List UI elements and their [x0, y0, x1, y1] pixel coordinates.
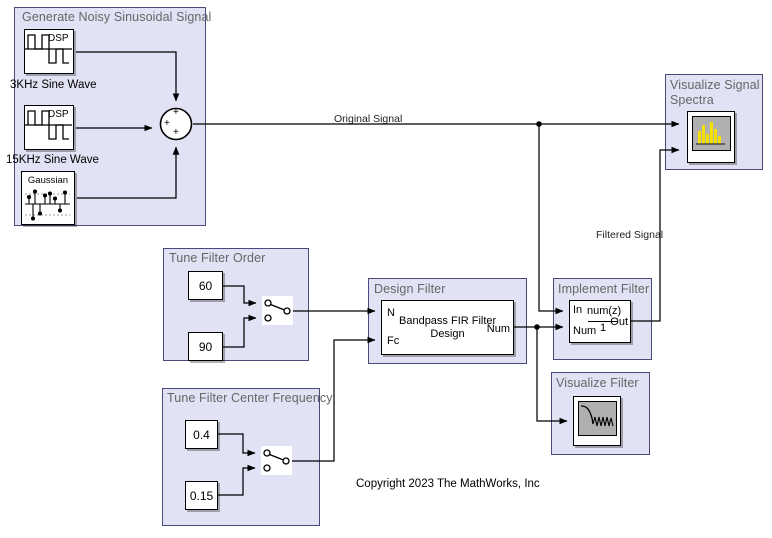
copyright-text: Copyright 2023 The MathWorks, Inc [356, 478, 540, 490]
output-port-label-num: Num [486, 323, 510, 335]
manual-switch-center-frequency[interactable] [261, 446, 292, 475]
gaussian-noise-icon [25, 189, 70, 221]
input-port-label-fc: Fc [387, 335, 400, 347]
area-title-tune-filter-center-frequency: Tune Filter Center Frequency [167, 391, 333, 405]
block-filter-visualizer[interactable] [573, 396, 621, 446]
dsp-sine-wave-icon [25, 34, 72, 64]
dsp-badge-label: DSP [48, 109, 69, 120]
fraction-bar [588, 321, 618, 323]
block-15khz-sine-wave[interactable]: DSP [24, 105, 74, 150]
area-title-tune-filter-order: Tune Filter Order [169, 251, 266, 265]
constant-value: 90 [198, 340, 213, 354]
area-title-text: Visualize Signal Spectra [670, 78, 760, 107]
block-3khz-sine-wave[interactable]: DSP [24, 29, 74, 74]
sum-sign-bottom: + [173, 127, 179, 138]
constant-value: 0.4 [193, 428, 210, 442]
output-port-label-out: Out [610, 316, 628, 328]
input-port-label-num: Num [573, 325, 597, 337]
filter-response-icon [578, 401, 617, 436]
manual-switch-icon [263, 449, 290, 472]
block-sum[interactable]: + + + [159, 107, 193, 141]
area-title-generate-noisy-sinusoidal-signal: Generate Noisy Sinusoidal Signal [22, 10, 212, 24]
transfer-function-numerator: num(z) [587, 305, 622, 317]
block-gaussian-noise-generator[interactable]: Gaussian [21, 171, 75, 225]
area-title-visualize-signal-spectra: Visualize Signal Spectra [670, 78, 762, 108]
block-title-line2: Design [430, 328, 465, 340]
manual-switch-order[interactable] [262, 296, 293, 325]
sum-sign-top: + [173, 107, 179, 118]
transfer-function-denominator: 1 [600, 322, 607, 334]
input-port-label-n: N [387, 307, 395, 319]
block-bandpass-fir-filter-design[interactable]: N Fc Num Bandpass FIR Filter Design [381, 300, 514, 355]
block-constant-order-60[interactable]: 60 [188, 271, 223, 300]
gaussian-label: Gaussian [27, 175, 69, 186]
label-3khz-sine-wave: 3KHz Sine Wave [10, 79, 97, 91]
dsp-sine-wave-icon [25, 110, 72, 140]
label-15khz-sine-wave: 15KHz Sine Wave [6, 154, 99, 166]
spectrum-bars-icon [692, 116, 731, 151]
manual-switch-icon [264, 299, 291, 322]
area-title-visualize-filter: Visualize Filter [556, 376, 639, 390]
constant-value: 0.15 [189, 489, 214, 503]
filtered-signal-label: Filtered Signal [596, 229, 664, 241]
block-discrete-filter[interactable]: In Num Out num(z) 1 [569, 300, 631, 343]
sum-sign-left: + [164, 118, 170, 129]
sum-circle-icon [159, 107, 193, 141]
block-title-line1: Bandpass FIR Filter [399, 315, 497, 327]
input-port-label-in: In [573, 304, 583, 316]
area-title-implement-filter: Implement Filter [558, 282, 650, 296]
constant-value: 60 [198, 279, 213, 293]
original-signal-label: Original Signal [334, 113, 403, 125]
block-spectrum-analyzer[interactable] [687, 111, 735, 163]
block-constant-fc-0-4[interactable]: 0.4 [185, 420, 218, 449]
area-title-design-filter: Design Filter [374, 282, 446, 296]
block-constant-order-90[interactable]: 90 [188, 332, 223, 361]
block-constant-fc-0-15[interactable]: 0.15 [185, 481, 218, 510]
dsp-badge-label: DSP [48, 33, 69, 44]
